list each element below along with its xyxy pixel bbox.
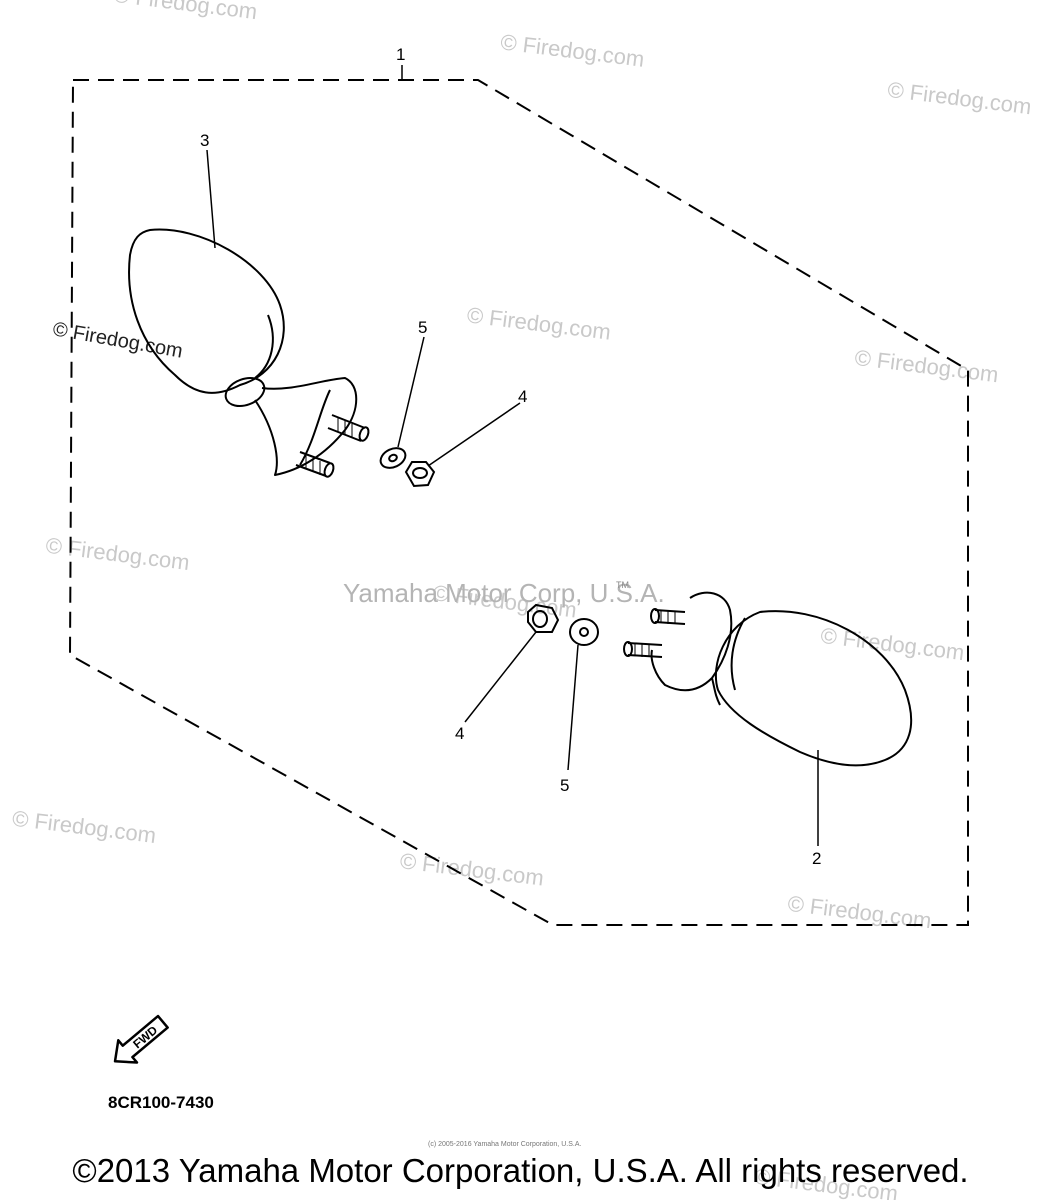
- watermark-text: © Firedog.com: [399, 848, 546, 890]
- callout-3: 3: [200, 131, 209, 150]
- leader-line: [206, 149, 216, 249]
- fwd-arrow-icon: FWD: [113, 1014, 169, 1064]
- callout-2: 2: [812, 849, 821, 868]
- right-mirror: [623, 591, 913, 767]
- leader-line: [567, 644, 579, 771]
- fine-print: (c) 2005-2016 Yamaha Motor Corporation, …: [428, 1141, 581, 1148]
- nut-upper: [404, 461, 436, 488]
- part-number: 8CR100-7430: [108, 1093, 214, 1112]
- leader-line: [427, 402, 521, 467]
- left-mirror: [128, 228, 370, 478]
- watermark-text: © Firedog.com: [11, 806, 158, 848]
- callout-4-lower: 4: [455, 724, 464, 743]
- watermark-text: © Firedog.com: [44, 533, 191, 575]
- watermark-text: © Firedog.com: [499, 29, 646, 71]
- nut-lower: [527, 603, 560, 633]
- watermark-text: © Firedog.com: [819, 623, 966, 665]
- callout-1: 1: [396, 45, 405, 64]
- watermark-text: © Firedog.com: [853, 345, 1000, 387]
- watermark-text: © Firedog.com: [466, 302, 613, 344]
- callout-5-upper: 5: [418, 318, 427, 337]
- brand-watermark: Yamaha Motor Corp, U.S.A.: [343, 578, 665, 608]
- watermark-text: © Firedog.com: [886, 77, 1033, 119]
- washer-lower: [569, 618, 599, 646]
- kit-outline: [68, 79, 969, 926]
- trademark-mark: TM: [616, 580, 629, 590]
- copyright-footer: ©2013 Yamaha Motor Corporation, U.S.A. A…: [72, 1152, 969, 1189]
- watermark-text: © Firedog.com: [786, 891, 933, 933]
- callout-5-lower: 5: [560, 776, 569, 795]
- callout-4-upper: 4: [518, 387, 527, 406]
- watermark-text: © Firedog.com: [112, 0, 259, 24]
- washer-upper: [379, 447, 407, 469]
- leader-line: [397, 336, 425, 448]
- leader-line: [464, 631, 537, 723]
